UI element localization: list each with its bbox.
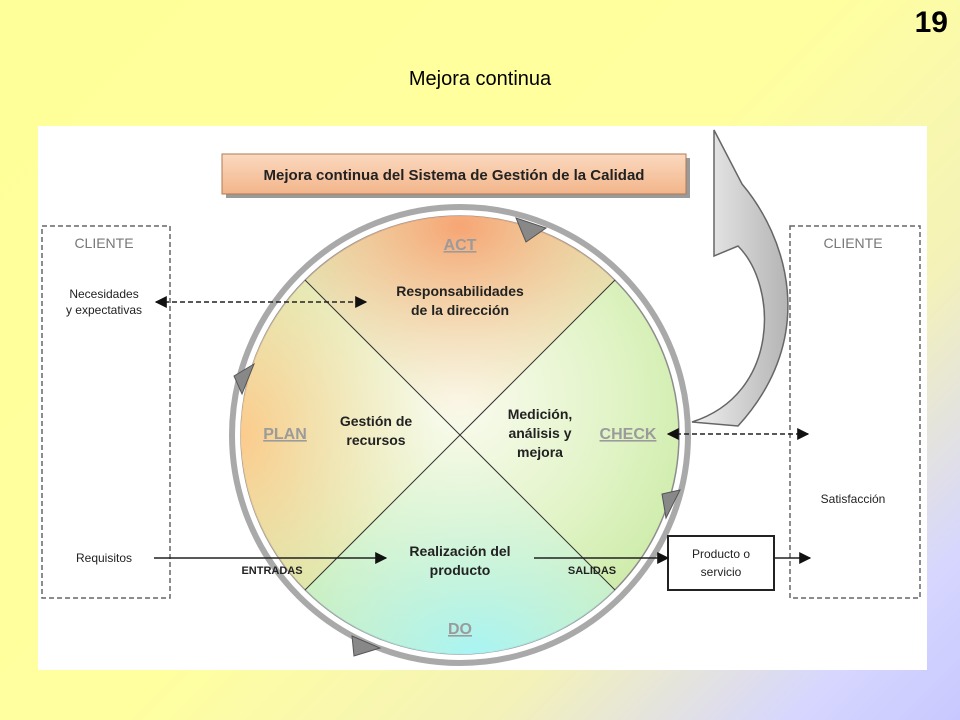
cycle-arrowhead-right	[661, 489, 681, 520]
client-needs-line-1: Necesidades	[69, 287, 138, 301]
quadrant-top-line-2: de la dirección	[411, 302, 509, 318]
quadrant-right-line-3: mejora	[517, 444, 563, 460]
cycle-arrowhead-bottom	[351, 635, 382, 657]
cycle-arrowhead-left	[233, 362, 256, 396]
phase-plan: PLAN	[263, 426, 307, 443]
client-left-box: CLIENTE Necesidades y expectativas Requi…	[41, 225, 171, 599]
improvement-banner: Mejora continua del Sistema de Gestión d…	[221, 153, 690, 198]
quadrant-top-line-1: Responsabilidades	[396, 283, 524, 299]
diagram-canvas: Mejora continua del Sistema de Gestión d…	[41, 129, 921, 666]
banner-title: Mejora continua del Sistema de Gestión d…	[264, 167, 645, 184]
product-line-2: servicio	[701, 565, 742, 579]
quadrant-right-line-1: Medición,	[508, 406, 573, 422]
phase-do: DO	[448, 621, 472, 638]
client-right-box: CLIENTE Satisfacción	[789, 225, 921, 599]
quadrant-act	[305, 215, 615, 435]
quadrant-left-line-1: Gestión de	[340, 413, 413, 429]
quadrant-do	[305, 435, 615, 655]
cycle-arrowhead-top	[515, 217, 548, 243]
quadrant-bottom-line-1: Realización del	[409, 543, 510, 559]
quadrant-left-line-2: recursos	[346, 432, 405, 448]
improvement-curved-arrow	[691, 129, 789, 427]
flow-outputs: SALIDAS	[568, 565, 616, 577]
product-line-1: Producto o	[692, 547, 750, 561]
product-box: Producto o servicio	[667, 535, 775, 591]
flow-inputs: ENTRADAS	[241, 565, 302, 577]
client-needs-line-2: y expectativas	[66, 303, 142, 317]
slide-title: Mejora continua	[408, 68, 552, 90]
divider-diagonal-2	[304, 279, 616, 591]
slide-number: 19	[914, 6, 948, 39]
client-right-heading: CLIENTE	[823, 235, 882, 251]
pdca-diagram: Mejora continua del Sistema de Gestión d…	[38, 126, 927, 670]
quadrant-right-line-2: análisis y	[508, 425, 571, 441]
quadrant-plan	[240, 280, 460, 590]
client-left-heading: CLIENTE	[74, 235, 133, 251]
client-satisfaction: Satisfacción	[821, 492, 886, 506]
quadrant-bottom-line-2: producto	[430, 562, 491, 578]
phase-act: ACT	[444, 237, 477, 254]
client-requirements: Requisitos	[76, 551, 132, 565]
phase-check: CHECK	[600, 426, 657, 443]
